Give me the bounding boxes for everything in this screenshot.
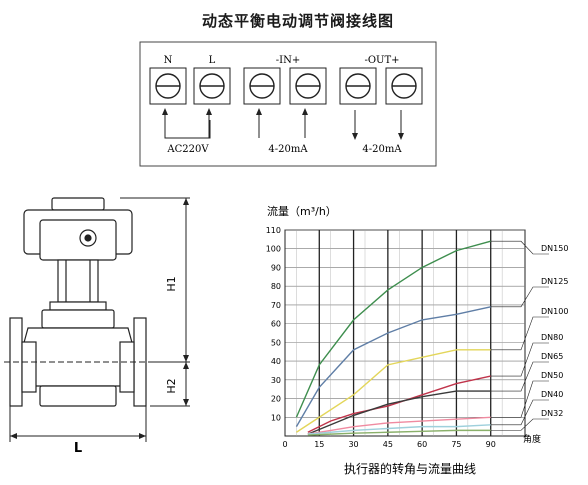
terminal-label: L	[209, 55, 216, 66]
arrow-down-icon	[398, 133, 404, 140]
series-line-dn32	[307, 429, 491, 436]
series-line-dn100	[296, 349, 491, 433]
x-tick-label: 75	[451, 440, 461, 449]
x-tick-label: 30	[348, 440, 358, 449]
y-tick-label: 10	[271, 413, 281, 422]
chart-plot-frame	[284, 229, 526, 437]
actuator-housing	[39, 219, 117, 261]
y-tick-label: 100	[266, 245, 281, 254]
series-line-dn80	[307, 375, 491, 433]
series-label: DN40	[541, 390, 563, 399]
y-tick-label: 60	[271, 320, 281, 329]
out-signal-label: 4-20mA	[362, 144, 402, 155]
series-label: DN100	[541, 307, 568, 316]
series-label: DN80	[541, 333, 563, 342]
chart-ylabel: 流量（m³/h）	[267, 204, 337, 218]
series-line-dn40	[307, 424, 491, 435]
arrow-up-icon	[162, 108, 168, 115]
valve-drawing: H1 H2 L	[4, 197, 190, 456]
y-tick-label: 20	[271, 395, 281, 404]
series-line-dn150	[295, 240, 491, 418]
y-tick-label: 30	[271, 376, 281, 385]
valve-bonnet	[41, 309, 115, 329]
series-label: DN50	[541, 371, 563, 380]
series-label: DN32	[541, 409, 563, 418]
h1-label: H1	[165, 276, 178, 291]
x-tick-label: 0	[282, 440, 287, 449]
terminal-label: N	[164, 55, 173, 66]
actuator-cap	[51, 197, 105, 211]
in-signal-label: 4-20mA	[268, 144, 308, 155]
arrow-down-icon	[352, 133, 358, 140]
series-label: DN150	[541, 244, 568, 253]
out-group-label: -OUT+	[364, 55, 399, 66]
wiring-diagram: N L AC220V -IN+ -OUT+ 4-20mA 4-20mA	[139, 41, 437, 167]
series-label: DN125	[541, 277, 568, 286]
x-tick-label: 15	[314, 440, 324, 449]
y-tick-label: 80	[271, 282, 281, 291]
valve-body	[21, 327, 135, 387]
y-tick-label: 90	[271, 263, 281, 272]
x-tick-label: 45	[383, 440, 393, 449]
chart-title: 执行器的转角与流量曲线	[344, 461, 476, 476]
y-tick-label: 70	[271, 301, 281, 310]
series-line-dn65	[307, 390, 491, 435]
in-group-label: -IN+	[276, 55, 300, 66]
y-tick-label: 40	[271, 357, 281, 366]
series-line-dn125	[295, 306, 491, 427]
power-bracket	[164, 120, 211, 139]
y-tick-label: 110	[266, 226, 281, 235]
chart-xlabel: 角度	[523, 433, 541, 445]
y-tick-label: 50	[271, 338, 281, 347]
x-tick-label: 90	[486, 440, 496, 449]
wiring-frame	[139, 41, 437, 167]
x-tick-label: 60	[417, 440, 427, 449]
flow-chart: 流量（m³/h） DN150DN125DN100DN80DN65DN50DN40…	[266, 204, 569, 476]
power-label: AC220V	[166, 144, 209, 155]
valve-bottom	[39, 385, 117, 407]
series-label: DN65	[541, 352, 563, 361]
series-line-dn50	[307, 416, 491, 435]
arrow-up-icon	[206, 108, 212, 115]
wiring-title: 动态平衡电动调节阀接线图	[201, 12, 394, 30]
h2-label: H2	[165, 378, 178, 393]
arrow-up-icon	[256, 108, 262, 115]
arrow-up-icon	[302, 108, 308, 115]
l-label: L	[74, 441, 82, 456]
valve-neck	[57, 259, 99, 303]
